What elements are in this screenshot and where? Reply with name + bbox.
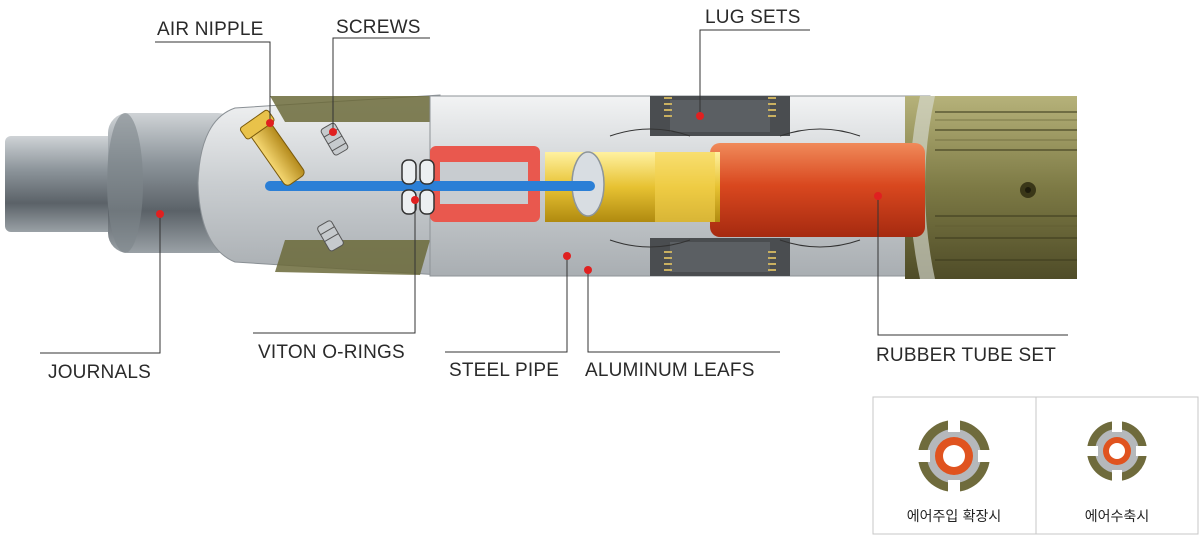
inset-panel: 에어주입 확장시 에어수축시 xyxy=(872,396,1199,535)
rubber-tube xyxy=(710,143,925,237)
contracted-cross-section-icon xyxy=(1086,420,1148,482)
caption-contracted: 에어수축시 xyxy=(1085,509,1149,525)
caption-expanded: 에어주입 확장시 xyxy=(907,509,1002,525)
viton-o-rings-shape xyxy=(401,159,435,215)
expanded-cross-section-icon xyxy=(916,418,992,494)
label-aluminum-leafs: ALUMINUM LEAFS xyxy=(585,360,755,381)
label-steel-pipe: STEEL PIPE xyxy=(449,360,559,381)
rubber-grip-sleeve xyxy=(905,96,1077,279)
label-screws: SCREWS xyxy=(336,17,421,38)
label-rubber-tube-set: RUBBER TUBE SET xyxy=(876,345,1056,366)
label-viton-o-rings: VITON O-RINGS xyxy=(258,342,405,363)
journal-small-end xyxy=(5,136,130,232)
air-nipple-shape xyxy=(239,109,305,186)
label-journals: JOURNALS xyxy=(48,362,151,383)
leader-lines xyxy=(40,29,1068,354)
label-air-nipple: AIR NIPPLE xyxy=(157,19,264,40)
label-lug-sets: LUG SETS xyxy=(705,7,801,28)
screw-shape xyxy=(320,122,349,156)
shaft-illustration xyxy=(5,94,1077,279)
air-tube xyxy=(265,181,595,191)
